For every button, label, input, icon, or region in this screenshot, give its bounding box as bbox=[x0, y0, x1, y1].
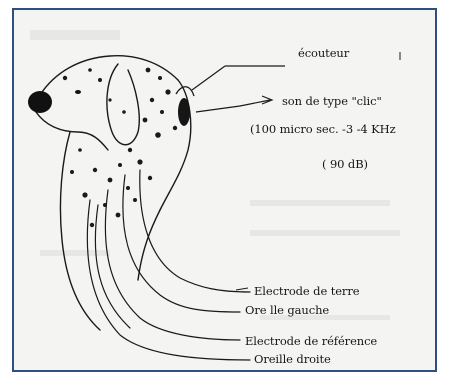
pointer-lines bbox=[192, 66, 285, 112]
marker bbox=[236, 52, 400, 290]
label-level: ( 90 dB) bbox=[322, 157, 368, 171]
electrode-wires bbox=[87, 170, 250, 360]
label-click-sound: son de type "clic" bbox=[282, 94, 382, 108]
dog-head bbox=[36, 56, 191, 330]
dog-features bbox=[28, 90, 81, 113]
label-ground-electrode: Electrode de terre bbox=[254, 284, 359, 298]
label-click-spec: (100 micro sec. -3 -4 KHz bbox=[250, 122, 396, 136]
label-right-ear: Oreille droite bbox=[254, 352, 331, 366]
label-reference-electrode: Electrode de référence bbox=[245, 334, 377, 348]
label-earphone: écouteur bbox=[298, 46, 349, 60]
label-left-ear: Ore lle gauche bbox=[245, 303, 329, 317]
